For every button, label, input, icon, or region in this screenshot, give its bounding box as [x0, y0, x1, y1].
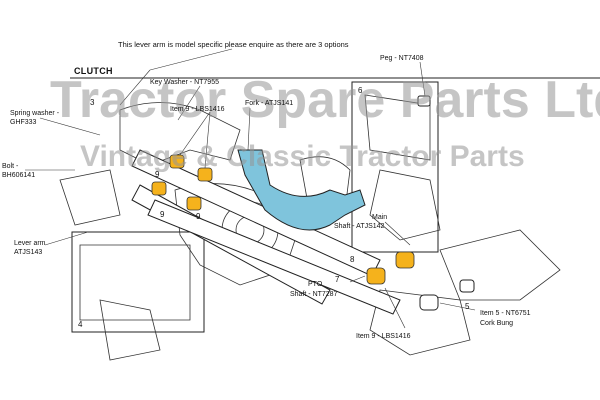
label-pto-shaft-2: Shaft - NT7287 [290, 291, 338, 298]
callout-4: 4 [78, 320, 83, 329]
label-lever-arm-2: ATJS143 [14, 249, 43, 256]
bushing-5 [366, 267, 386, 285]
label-bolt-2: BH606141 [2, 172, 36, 179]
label-spring-washer-1: Spring washer - [10, 110, 60, 117]
callout-9c: 9 [196, 212, 201, 221]
model-note: This lever arm is model specific please … [118, 40, 349, 49]
label-item5-2: Cork Bung [480, 320, 514, 327]
callout-5: 5 [465, 302, 470, 311]
inset-lever-box [71, 231, 205, 333]
label-spring-washer-2: GHF333 [10, 119, 37, 126]
callout-3: 3 [90, 98, 95, 107]
inset-peg-box [351, 81, 439, 253]
fork-shape [237, 149, 366, 231]
label-item9-top: Item 9 - LBS1416 [170, 106, 225, 113]
watermark-line1: Tractor Spare Parts Ltd [50, 71, 600, 129]
bushing-6 [395, 251, 415, 269]
callout-9b: 9 [160, 210, 165, 219]
label-fork: Fork - ATJS141 [245, 100, 294, 107]
label-peg: Peg - NT7408 [380, 55, 424, 62]
label-lever-arm-1: Lever arm [14, 240, 46, 247]
label-pto-shaft-1: PTO [308, 281, 323, 288]
label-item9-bottom: Item 9 - LBS1416 [356, 333, 411, 340]
label-main-shaft-1: Main [372, 214, 388, 221]
callout-9a: 9 [155, 170, 160, 179]
section-title: CLUTCH [74, 66, 113, 76]
bushing-1 [169, 154, 185, 169]
peg-part [417, 95, 431, 107]
cork-bung [419, 294, 439, 311]
bushing-3 [151, 181, 167, 196]
label-key-washer: Key Washer - NT7955 [150, 79, 219, 86]
watermark-line2: Vintage & Classic Tractor Parts [80, 140, 525, 173]
label-main-shaft-2: Shaft - ATJS142 [334, 223, 385, 230]
label-item5-1: Item 5 - NT6751 [480, 310, 531, 317]
callout-7: 7 [335, 275, 340, 284]
callout-6: 6 [358, 86, 363, 95]
bushing-4 [186, 196, 202, 211]
label-bolt-1: Bolt - [2, 163, 19, 170]
callout-8: 8 [350, 255, 355, 264]
